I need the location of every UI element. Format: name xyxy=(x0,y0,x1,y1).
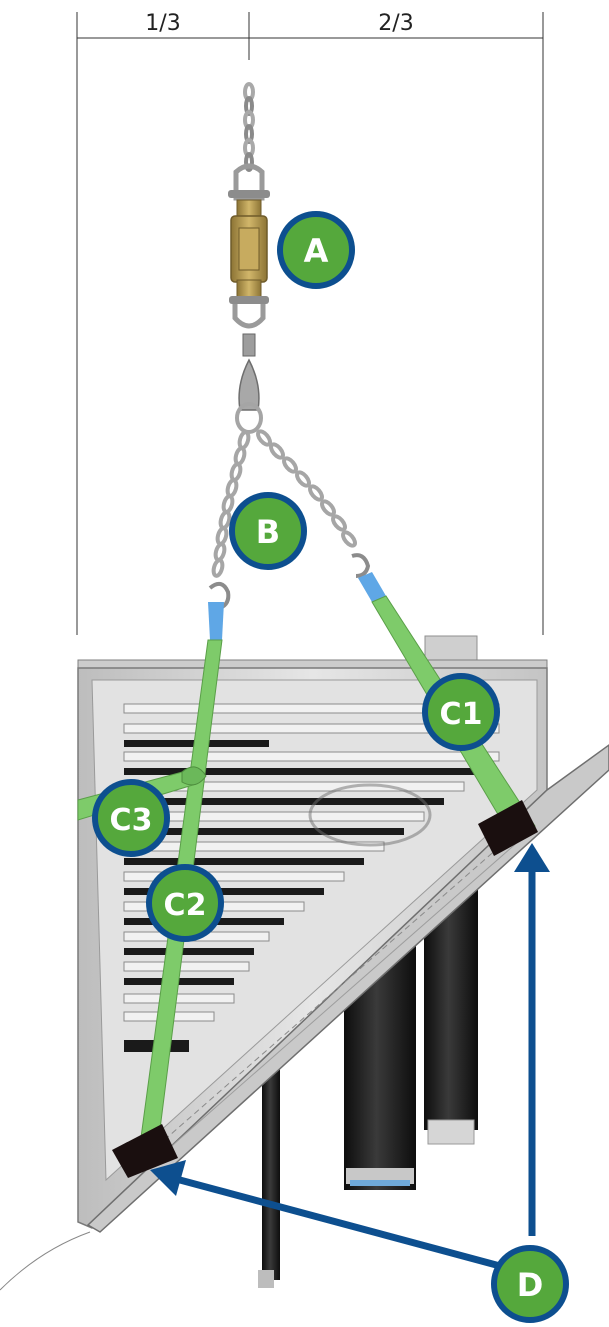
badge-c3: C3 xyxy=(95,782,167,854)
unit-housing xyxy=(0,636,609,1290)
upper-chain xyxy=(245,84,253,170)
badge-a: A xyxy=(280,214,352,286)
lower-shackle xyxy=(229,296,269,356)
master-link xyxy=(237,360,261,432)
svg-text:C1: C1 xyxy=(440,697,483,732)
load-cell xyxy=(231,200,267,298)
badge-c1: C1 xyxy=(425,676,497,748)
dimension-guide: 1/3 2/3 xyxy=(77,11,543,635)
svg-text:C2: C2 xyxy=(164,888,207,923)
svg-text:A: A xyxy=(304,232,329,270)
badge-b: B xyxy=(232,495,304,567)
svg-text:D: D xyxy=(517,1266,544,1304)
badge-d: D xyxy=(494,1248,566,1320)
badge-c2: C2 xyxy=(149,867,221,939)
dimension-label-right: 2/3 xyxy=(378,11,413,36)
dimension-label-left: 1/3 xyxy=(145,11,180,36)
pipe-thin xyxy=(262,1050,280,1280)
svg-text:B: B xyxy=(256,513,280,551)
svg-text:C3: C3 xyxy=(110,803,153,838)
